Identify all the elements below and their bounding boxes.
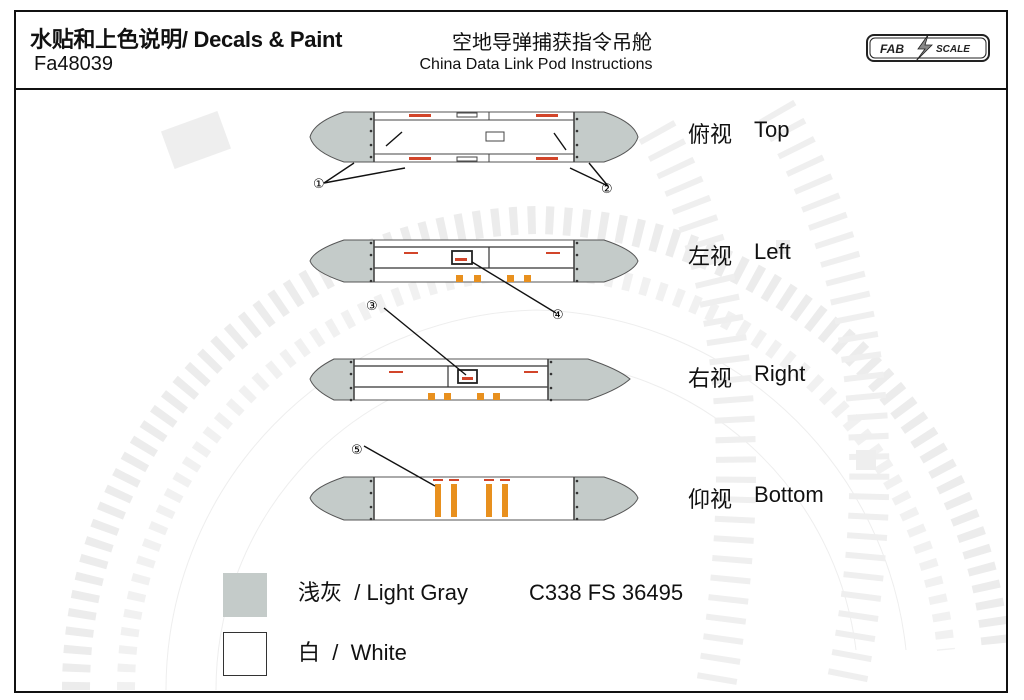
decal-orange-block <box>507 275 514 282</box>
pod-left-view: ④ <box>309 239 639 323</box>
view-label-en: Left <box>754 239 791 264</box>
callout-1: ① <box>313 177 325 192</box>
legend-swatch-light-gray <box>223 573 267 617</box>
decal-orange-stripe <box>502 484 508 517</box>
legend-sep: / <box>354 580 361 605</box>
view-label-top: 俯视 Top <box>688 117 790 149</box>
decal-red-stencil <box>389 371 403 373</box>
legend-en: Light Gray <box>366 580 469 605</box>
decal-orange-block <box>524 275 531 282</box>
pod-views-drawing: ① ② <box>309 111 639 521</box>
legend-cn: 浅灰 <box>298 580 343 605</box>
logo-text-right: SCALE <box>936 44 970 55</box>
callout-4: ④ <box>552 308 564 323</box>
decal-red-stencil <box>546 252 560 254</box>
instruction-sheet-frame: 水贴和上色说明/ Decals & Paint Fa48039 空地导弹捕获指令… <box>14 10 1008 693</box>
kit-code: Fa48039 <box>34 53 113 75</box>
decal-red-stencil <box>409 157 431 160</box>
view-label-cn: 仰视 <box>688 487 733 512</box>
legend-cn: 白 <box>298 640 321 665</box>
decal-red-stencil <box>536 114 558 117</box>
view-label-bottom: 仰视 Bottom <box>688 482 824 514</box>
product-title-en: China Data Link Pod Instructions <box>419 56 653 73</box>
view-label-cn: 右视 <box>688 366 733 391</box>
view-label-en: Top <box>754 117 790 142</box>
decal-orange-block <box>474 275 481 282</box>
product-title-cn: 空地导弹捕获指令吊舱 <box>452 32 652 54</box>
lightning-bolt-icon <box>915 34 933 62</box>
decal-orange-stripe <box>451 484 457 517</box>
view-label-en: Right <box>754 361 806 386</box>
decal-red-stencil <box>409 114 431 117</box>
sheet-title: 水贴和上色说明/ Decals & Paint <box>30 27 343 52</box>
legend-en: White <box>350 640 407 665</box>
view-label-cn: 左视 <box>688 244 733 269</box>
callout-3: ③ <box>366 299 378 314</box>
decal-orange-block <box>444 393 451 400</box>
fab-scale-logo: FAB SCALE <box>866 34 990 62</box>
logo-text-left: FAB <box>880 42 904 56</box>
legend-item-light-gray: 浅灰 / Light Gray <box>298 580 468 606</box>
decal-red-stencil <box>524 371 538 373</box>
pod-bottom-view: ⑤ <box>309 443 639 521</box>
pod-right-view: ③ <box>309 299 631 402</box>
decal-orange-block <box>493 393 500 400</box>
view-label-left: 左视 Left <box>688 239 791 271</box>
view-label-cn: 俯视 <box>688 122 733 147</box>
legend-item-white: 白 / White <box>298 640 407 666</box>
decal-orange-stripe <box>435 484 441 517</box>
decal-orange-block <box>477 393 484 400</box>
decal-red-stencil <box>404 252 418 254</box>
pod-top-view: ① ② <box>309 111 639 197</box>
view-label-right: 右视 Right <box>688 361 805 393</box>
drawing-area: ① ② <box>16 90 1006 691</box>
decal-orange-stripe <box>486 484 492 517</box>
sheet-header: 水贴和上色说明/ Decals & Paint Fa48039 空地导弹捕获指令… <box>16 12 1006 90</box>
callout-2: ② <box>601 182 613 197</box>
callout-5: ⑤ <box>351 443 363 458</box>
view-label-en: Bottom <box>754 482 824 507</box>
legend-paint-code: C338 FS 36495 <box>529 580 684 605</box>
tread-background-decoration <box>62 99 1006 691</box>
decal-red-stencil <box>536 157 558 160</box>
legend-sep: / <box>332 640 339 665</box>
legend-swatch-white <box>223 632 267 676</box>
decal-orange-block <box>456 275 463 282</box>
decal-orange-block <box>428 393 435 400</box>
